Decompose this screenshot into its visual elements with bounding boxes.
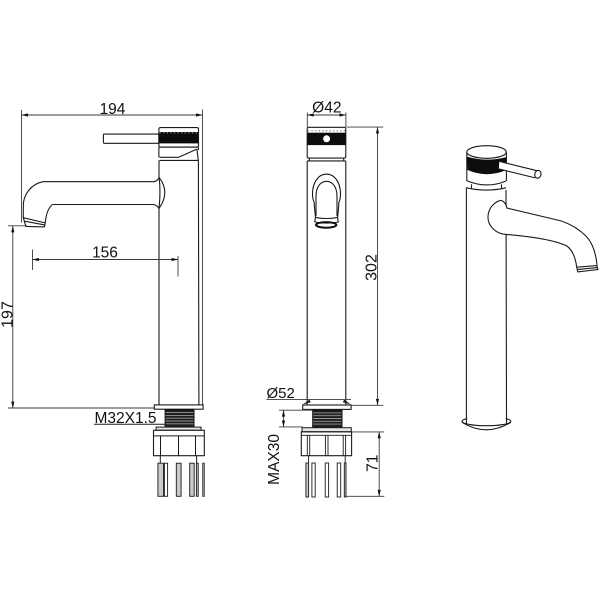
svg-text:194: 194 — [100, 101, 126, 118]
svg-text:71: 71 — [365, 455, 382, 472]
svg-text:MAX30: MAX30 — [266, 434, 283, 485]
svg-text:302: 302 — [363, 254, 380, 281]
svg-text:M32X1.5: M32X1.5 — [95, 410, 157, 427]
svg-text:Ø42: Ø42 — [312, 100, 341, 117]
svg-text:Ø52: Ø52 — [267, 385, 295, 402]
svg-text:156: 156 — [92, 245, 118, 262]
svg-text:197: 197 — [0, 301, 17, 328]
